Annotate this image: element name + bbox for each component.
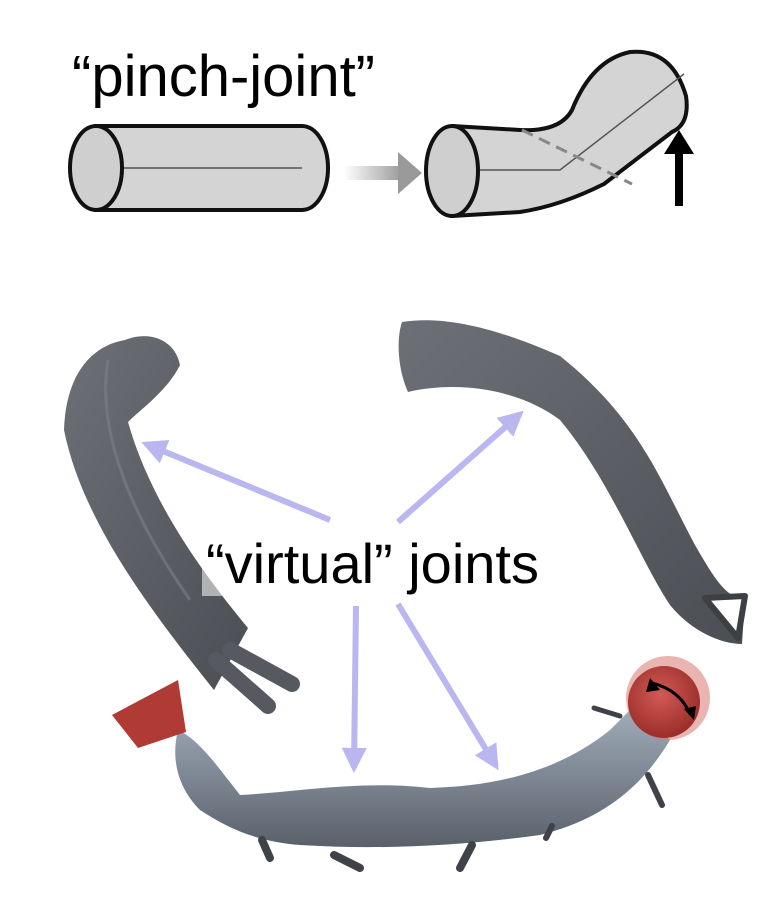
pointer-arrow-left — [141, 440, 332, 523]
up-arrow-icon — [664, 130, 694, 206]
virtual-joint-pointers — [141, 410, 524, 774]
right-tube — [398, 320, 748, 644]
virtual-joints-label: “virtual” joints — [206, 532, 539, 595]
label-backdrop — [202, 528, 602, 596]
pinch-joint-label: “pinch-joint” — [72, 44, 375, 109]
pointer-arrow-right — [396, 410, 524, 525]
pointer-arrow-down-left — [341, 605, 367, 774]
bent-cylinder-icon — [424, 49, 689, 218]
left-tube — [64, 336, 300, 714]
bottom-tube — [112, 680, 670, 872]
ball-joint — [626, 656, 710, 740]
straight-cylinder-icon — [68, 124, 330, 212]
pointer-arrow-down-right — [395, 602, 499, 771]
double-headed-arrow-icon — [646, 678, 696, 720]
transition-arrow-icon — [344, 152, 422, 194]
